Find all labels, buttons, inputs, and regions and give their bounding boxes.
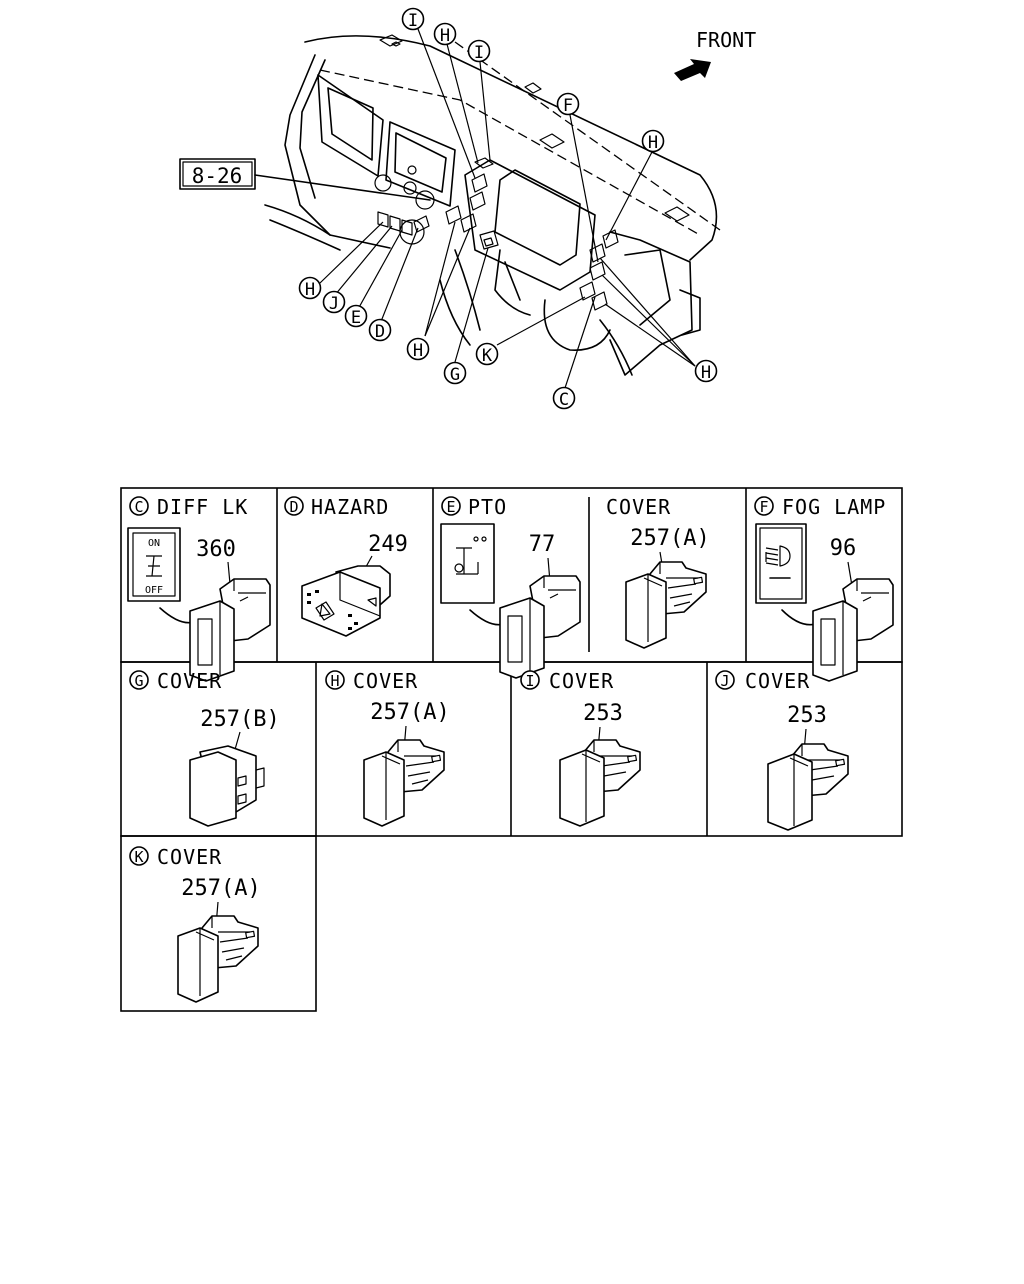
part-cell-f-fog-lamp: F FOG LAMP 96 <box>754 495 894 682</box>
part-letter: E <box>446 498 455 516</box>
part-letter: H <box>330 672 339 690</box>
part-name: PTO <box>468 495 507 519</box>
callout-H-5: H <box>694 359 718 383</box>
callout-G: G <box>443 361 467 385</box>
part-name: COVER <box>157 845 222 869</box>
part-number: 249 <box>368 532 408 557</box>
part-number: 253 <box>583 701 623 726</box>
switch-off-label: OFF <box>145 585 163 596</box>
svg-text:D: D <box>375 322 385 342</box>
part-name: COVER <box>549 669 614 693</box>
part-cell-i-cover: I COVER 253 <box>520 669 641 827</box>
svg-text:K: K <box>482 346 493 366</box>
part-cell-g-cover: G COVER 257(B) <box>129 669 280 827</box>
svg-text:H: H <box>648 133 658 153</box>
callout-I-2: I <box>467 39 491 63</box>
callout-F: F <box>556 92 580 116</box>
part-name: COVER <box>157 669 222 693</box>
callout-C: C <box>552 386 576 410</box>
part-number: 257(A) <box>181 876 260 901</box>
part-letter: J <box>720 672 729 690</box>
pto-icon <box>456 547 479 575</box>
part-cell-j-cover: J COVER 253 <box>715 669 849 831</box>
part-letter: G <box>134 672 143 690</box>
part-cell-e-pto: E PTO 77 <box>440 495 581 679</box>
part-number: 257(A) <box>370 700 449 725</box>
svg-text:H: H <box>413 341 423 361</box>
front-arrow-icon <box>674 59 711 81</box>
callout-H-3: H <box>298 276 322 300</box>
callout-H-1: H <box>433 22 457 46</box>
part-number: 257(B) <box>200 707 279 732</box>
part-letter: C <box>134 498 143 516</box>
part-number: 257(A) <box>630 526 709 551</box>
dashboard-overview: FRONT <box>179 7 756 410</box>
part-name: COVER <box>745 669 810 693</box>
part-name: FOG LAMP <box>782 495 886 519</box>
part-number: 360 <box>196 537 236 562</box>
part-cell-cover-e: COVER 257(A) <box>606 495 710 649</box>
part-number: 77 <box>529 532 556 557</box>
callout-H-2: H <box>641 129 665 153</box>
part-letter: I <box>525 672 534 690</box>
ref-box-label: 8-26 <box>192 164 243 188</box>
front-label: FRONT <box>696 28 756 52</box>
callout-H-4: H <box>406 337 430 361</box>
ref-box <box>179 158 256 190</box>
svg-text:F: F <box>563 96 573 116</box>
svg-text:J: J <box>329 294 339 314</box>
svg-text:H: H <box>701 363 711 383</box>
part-number: 253 <box>787 703 827 728</box>
svg-text:C: C <box>559 390 569 410</box>
part-name: COVER <box>353 669 418 693</box>
callout-J: J <box>322 290 346 314</box>
svg-text:I: I <box>408 11 418 31</box>
part-letter: F <box>759 498 768 516</box>
diff-lock-icon <box>146 555 162 577</box>
switch-on-label: ON <box>148 538 160 549</box>
svg-text:H: H <box>305 280 315 300</box>
callout-E: E <box>344 304 368 328</box>
svg-text:G: G <box>450 365 460 385</box>
part-name: HAZARD <box>311 495 389 519</box>
part-cell-d-hazard: D HAZARD 249 <box>284 495 408 637</box>
part-cell-h-cover: H COVER 257(A) <box>325 669 450 827</box>
svg-text:E: E <box>351 308 361 328</box>
callout-K: K <box>475 342 499 366</box>
callout-I-1: I <box>401 7 425 31</box>
part-cell-k-cover: K COVER 257(A) <box>129 845 261 1003</box>
svg-text:I: I <box>474 43 484 63</box>
part-number: 96 <box>830 536 857 561</box>
part-name: COVER <box>606 495 671 519</box>
svg-text:H: H <box>440 26 450 46</box>
callout-D: D <box>368 318 392 342</box>
fog-lamp-icon <box>779 545 791 567</box>
part-cell-c-diff-lk: C DIFF LK 360 ON OFF <box>127 495 271 682</box>
part-letter: D <box>289 498 298 516</box>
part-letter: K <box>134 848 143 866</box>
part-name: DIFF LK <box>157 495 248 519</box>
